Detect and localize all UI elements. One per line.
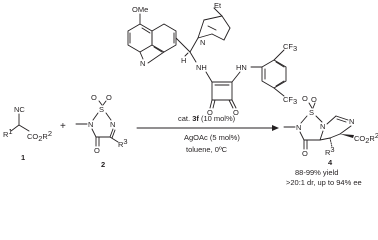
reaction-arrow (136, 125, 279, 131)
hn-label: HN (236, 63, 247, 72)
bond (205, 71, 213, 83)
hash-bond (184, 52, 189, 57)
reaction-scheme: NC R1 CO2R2 1 + O O S N N O R3 2 OMe (3, 1, 378, 187)
bond (207, 25, 217, 31)
bond (92, 112, 99, 121)
compound-2: O O S N N O R3 2 (75, 93, 128, 169)
aromatic-bond (275, 61, 285, 68)
carbonyl-bond (209, 99, 213, 109)
carbonyl-oxygen: O (302, 149, 308, 158)
bond (105, 112, 112, 121)
sulfonyl-oxygen-2: O (311, 95, 317, 104)
r1-label: R1 (3, 127, 13, 139)
bond (221, 15, 231, 29)
quinuclidine-nitrogen: N (200, 38, 205, 47)
product-4: O O S N N O N CO2R2 R3 4 (283, 94, 378, 167)
bond (109, 128, 114, 138)
bond (98, 100, 103, 106)
plus-sign: + (60, 121, 66, 132)
pyridine-ring (151, 23, 177, 53)
bond (10, 124, 20, 132)
bond (319, 137, 331, 141)
ester-label: CO2R2 (354, 131, 378, 145)
bond (189, 51, 197, 63)
carbonyl-bond (231, 99, 237, 109)
bond (300, 115, 308, 124)
compound-1: NC R1 CO2R2 1 (3, 105, 52, 162)
ring-fusion-nitrogen: N (320, 122, 325, 131)
double-bond (336, 118, 347, 123)
nh-label: NH (196, 63, 207, 72)
bond (203, 15, 223, 21)
r3-label: R3 (325, 145, 335, 157)
bond (231, 71, 241, 83)
ethyl-bond (213, 7, 223, 17)
compound-number-2: 2 (101, 160, 105, 169)
sulfonyl-oxygen-2: O (106, 93, 112, 102)
bond (319, 130, 324, 141)
bond (329, 133, 341, 139)
aromatic-bond (153, 46, 163, 53)
sulfonyl-oxygen-1: O (91, 93, 97, 102)
bond (18, 124, 30, 132)
solvent-temperature: toluene, 0ºC (186, 145, 228, 154)
quinoline-nitrogen: N (140, 59, 145, 68)
bond (197, 19, 205, 39)
sulfur-label: S (99, 105, 104, 114)
aromatic-bond (141, 27, 151, 34)
n-methyl-label: N (88, 120, 93, 129)
bond (223, 27, 231, 41)
bond (139, 51, 144, 60)
bond (91, 128, 97, 138)
cf3-bottom: CF3 (283, 95, 297, 106)
benzene-ring (127, 23, 153, 53)
stereo-hydrogen: H (181, 56, 186, 65)
cf3-top: CF3 (283, 42, 297, 53)
bond (197, 33, 213, 39)
squaramide-oxygen-2: O (233, 108, 239, 117)
bond (312, 102, 316, 109)
n-methyl-label: N (296, 123, 301, 132)
double-bond (335, 115, 349, 121)
bond (109, 136, 119, 143)
bond (339, 125, 352, 135)
bond (326, 115, 337, 125)
aryl-ring (261, 59, 287, 89)
bond (189, 37, 199, 53)
arrow-head (272, 125, 279, 131)
bond (308, 102, 313, 109)
bond (299, 131, 305, 141)
sulfur-label: S (309, 108, 314, 117)
methoxy-label: OMe (132, 5, 148, 14)
compound-number-4: 4 (328, 158, 333, 167)
bond (102, 100, 107, 106)
compound-number-1: 1 (21, 153, 25, 162)
carbonyl-bond (228, 99, 234, 109)
catalyst-3f: OMe N H N Et NH O (127, 1, 297, 117)
double-bond (111, 129, 116, 139)
selectivity-result: >20:1 dr, up to 94% ee (286, 178, 362, 187)
ring-nitrogen-label: N (110, 120, 115, 129)
hash-bond (329, 137, 333, 148)
aromatic-bond (275, 80, 285, 87)
wedge-bond (340, 134, 354, 138)
additive-condition: AgOAc (5 mol%) (184, 133, 240, 142)
r3-label: R3 (118, 137, 128, 149)
squaramide-oxygen-1: O (207, 108, 213, 117)
sulfonyl-oxygen-1: O (302, 94, 308, 103)
ester-label: CO2R2 (27, 129, 52, 143)
bond (147, 51, 165, 64)
carbonyl-bond (212, 99, 216, 109)
bond (273, 49, 285, 61)
nitrile-label: NC (14, 105, 25, 114)
bond (315, 115, 323, 123)
carbonyl-oxygen: O (94, 146, 100, 155)
ethyl-label: Et (214, 1, 222, 10)
imine-nitrogen: N (349, 117, 354, 126)
bond (175, 37, 191, 53)
yield-result: 88-99% yield (295, 168, 338, 177)
catalyst-condition: cat. 3f (10 mol%) (178, 114, 236, 123)
bond (273, 87, 285, 97)
bond (211, 33, 225, 41)
